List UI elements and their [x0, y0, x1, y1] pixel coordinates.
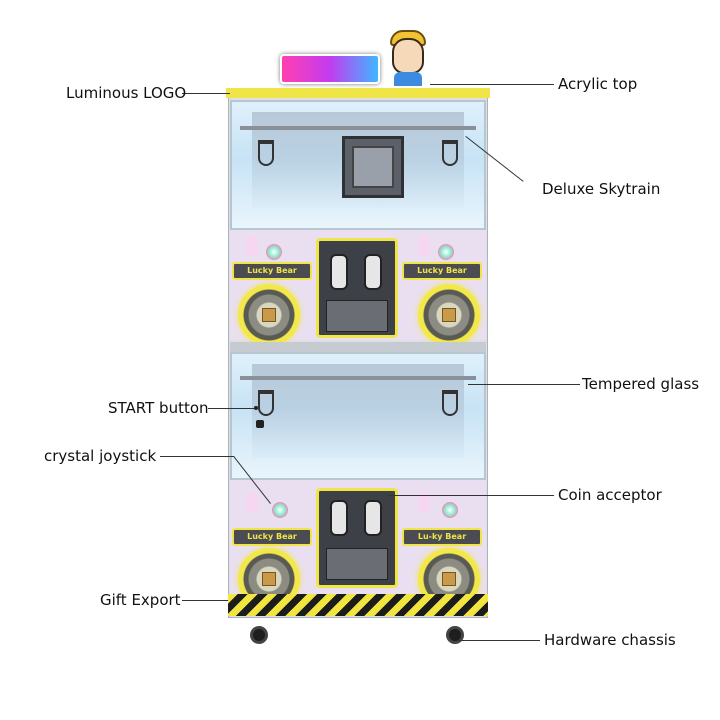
upper-right-claw — [442, 140, 458, 166]
lower-left-claw — [258, 390, 274, 416]
upper-coin-slot-left — [330, 254, 348, 290]
tray-label-upper-left: Lucky Bear — [232, 262, 312, 280]
gift-icon — [442, 572, 456, 586]
mascot-head — [392, 38, 424, 74]
lower-right-prize-ball — [442, 502, 458, 518]
upper-skytrain-rail — [240, 126, 476, 130]
tray-label-lower-right: Lu-ky Bear — [402, 528, 482, 546]
right-caster-wheel — [446, 626, 464, 644]
upper-right-gift-export — [418, 284, 480, 346]
leader-hardware-chassis — [458, 640, 540, 641]
tray-label-lower-left: Lucky Bear — [232, 528, 312, 546]
start-button-marker — [256, 420, 264, 428]
tray-label-upper-right: Lucky Bear — [402, 262, 482, 280]
callout-crystal-joystick: crystal joystick — [44, 447, 157, 465]
upper-prize-ball — [266, 244, 282, 260]
upper-coin-door — [326, 300, 388, 332]
gift-icon — [262, 572, 276, 586]
acrylic-top-band — [226, 88, 490, 98]
upper-prize-screen — [352, 146, 394, 188]
leader-gift-export — [182, 600, 228, 601]
leader-luminous-logo — [182, 93, 230, 94]
upper-left-claw — [258, 140, 274, 166]
upper-right-joystick — [418, 236, 430, 256]
lower-skytrain-rail — [240, 376, 476, 380]
lower-right-claw — [442, 390, 458, 416]
mascot-body — [394, 72, 422, 86]
hazard-stripe-chassis — [228, 594, 488, 616]
lower-glass-cabinet — [230, 352, 486, 480]
luminous-logo-sign — [280, 54, 380, 84]
callout-luminous-logo: Luminous LOGO — [66, 84, 187, 102]
lower-coin-slot-right — [364, 500, 382, 536]
callout-deluxe-skytrain: Deluxe Skytrain — [542, 180, 661, 198]
leader-dot-start-button — [254, 406, 258, 410]
callout-gift-export: Gift Export — [100, 591, 181, 609]
upper-joystick — [246, 236, 258, 256]
upper-left-gift-export — [238, 284, 300, 346]
left-caster-wheel — [250, 626, 268, 644]
callout-hardware-chassis: Hardware chassis — [544, 631, 676, 649]
callout-acrylic-top: Acrylic top — [558, 75, 638, 93]
middle-divider — [230, 342, 486, 352]
callout-coin-acceptor: Coin acceptor — [558, 486, 662, 504]
lower-coin-slot-left — [330, 500, 348, 536]
upper-coin-slot-right — [364, 254, 382, 290]
leader-acrylic-top — [430, 84, 554, 85]
callout-start-button: START button — [108, 399, 209, 417]
lower-prize-ball — [272, 502, 288, 518]
callout-tempered-glass: Tempered glass — [582, 375, 700, 393]
leader-crystal-joystick-h — [160, 456, 234, 457]
leader-coin-acceptor — [388, 495, 554, 496]
upper-right-prize-ball — [438, 244, 454, 260]
leader-tempered-glass — [468, 384, 580, 385]
gift-icon — [262, 308, 276, 322]
lower-coin-door — [326, 548, 388, 580]
gift-icon — [442, 308, 456, 322]
lower-right-joystick — [418, 492, 430, 512]
leader-start-button — [208, 408, 256, 409]
lower-crystal-joystick — [246, 492, 258, 512]
